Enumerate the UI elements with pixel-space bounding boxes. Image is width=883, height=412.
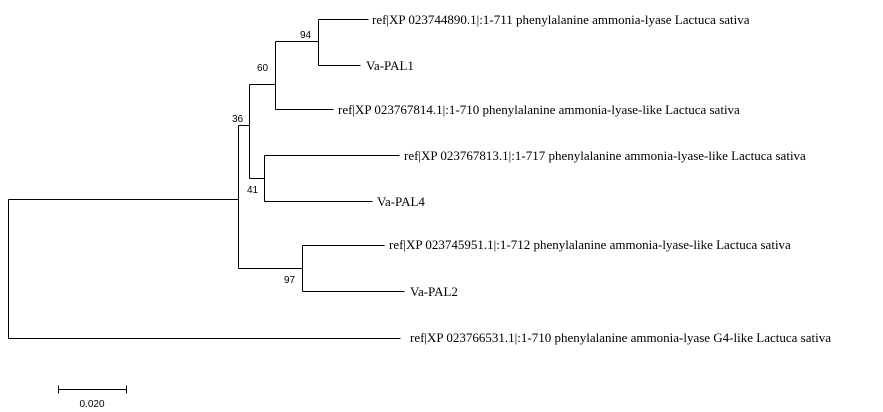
- leaf-label-7: Va-PAL2: [410, 284, 458, 299]
- bootstrap-value: 94: [300, 30, 312, 41]
- leaf-label-5: Va-PAL4: [377, 194, 425, 209]
- scale-bar-label: 0.020: [79, 399, 104, 410]
- bootstrap-value: 41: [247, 185, 259, 196]
- leaf-label-2: Va-PAL1: [366, 58, 414, 73]
- bootstrap-values: 94 60 41 36 97: [232, 30, 312, 286]
- bootstrap-value: 36: [232, 114, 244, 125]
- tree-branches: [8, 19, 405, 339]
- bootstrap-value: 97: [284, 275, 296, 286]
- leaf-label-3: ref|XP 023767814.1|:1-710 phenylalanine …: [338, 102, 740, 117]
- bootstrap-value: 60: [257, 63, 269, 74]
- leaf-label-1: ref|XP 023744890.1|:1-711 phenylalanine …: [372, 12, 750, 27]
- leaf-label-8: ref|XP 023766531.1|:1-710 phenylalanine …: [410, 330, 831, 345]
- leaf-label-6: ref|XP 023745951.1|:1-712 phenylalanine …: [389, 237, 791, 252]
- leaf-labels: ref|XP 023744890.1|:1-711 phenylalanine …: [338, 12, 831, 345]
- scale-bar: 0.020: [58, 385, 127, 410]
- leaf-label-4: ref|XP 023767813.1|:1-717 phenylalanine …: [404, 148, 806, 163]
